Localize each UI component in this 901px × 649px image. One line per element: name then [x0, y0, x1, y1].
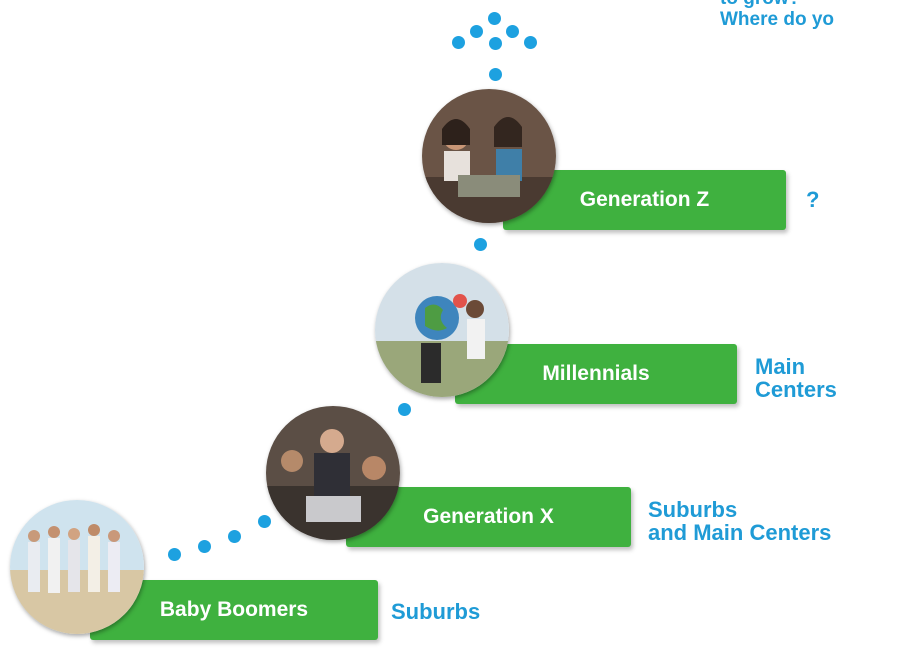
growth-question: to grow? Where do yo: [720, 0, 834, 30]
photo-generation-x: [266, 406, 400, 540]
location-millennials: Main Centers: [755, 355, 837, 401]
location-line: Centers: [755, 377, 837, 402]
generation-name: Generation X: [423, 505, 554, 528]
path-dot: [198, 540, 211, 553]
path-dot: [506, 25, 519, 38]
path-dot: [489, 68, 502, 81]
location-line: Main: [755, 354, 806, 379]
location-line: ?: [806, 187, 820, 212]
photo-generation-z: [422, 89, 556, 223]
path-dot: [470, 25, 483, 38]
path-dot: [474, 238, 487, 251]
path-dot: [228, 530, 241, 543]
generation-name: Baby Boomers: [159, 598, 309, 621]
location-generation-x: Suburbs and Main Centers: [648, 498, 831, 544]
question-line-2: Where do yo: [720, 9, 835, 30]
location-line: Suburbs: [648, 497, 738, 522]
location-line: and Main Centers: [648, 520, 832, 545]
photo-millennials: [375, 263, 509, 397]
generation-name: Generation Z: [579, 188, 710, 211]
path-dot: [489, 37, 502, 50]
location-line: Suburbs: [391, 599, 481, 624]
photo-baby-boomers: [10, 500, 144, 634]
location-baby-boomers: Suburbs: [391, 600, 480, 623]
path-dot: [398, 403, 411, 416]
question-line-1: to grow?: [720, 0, 834, 9]
path-dot: [452, 36, 465, 49]
path-dot: [524, 36, 537, 49]
path-dot: [488, 12, 501, 25]
generation-name: Millennials: [542, 362, 650, 385]
path-dot: [168, 548, 181, 561]
location-generation-z: ?: [806, 188, 819, 211]
path-dot: [258, 515, 271, 528]
